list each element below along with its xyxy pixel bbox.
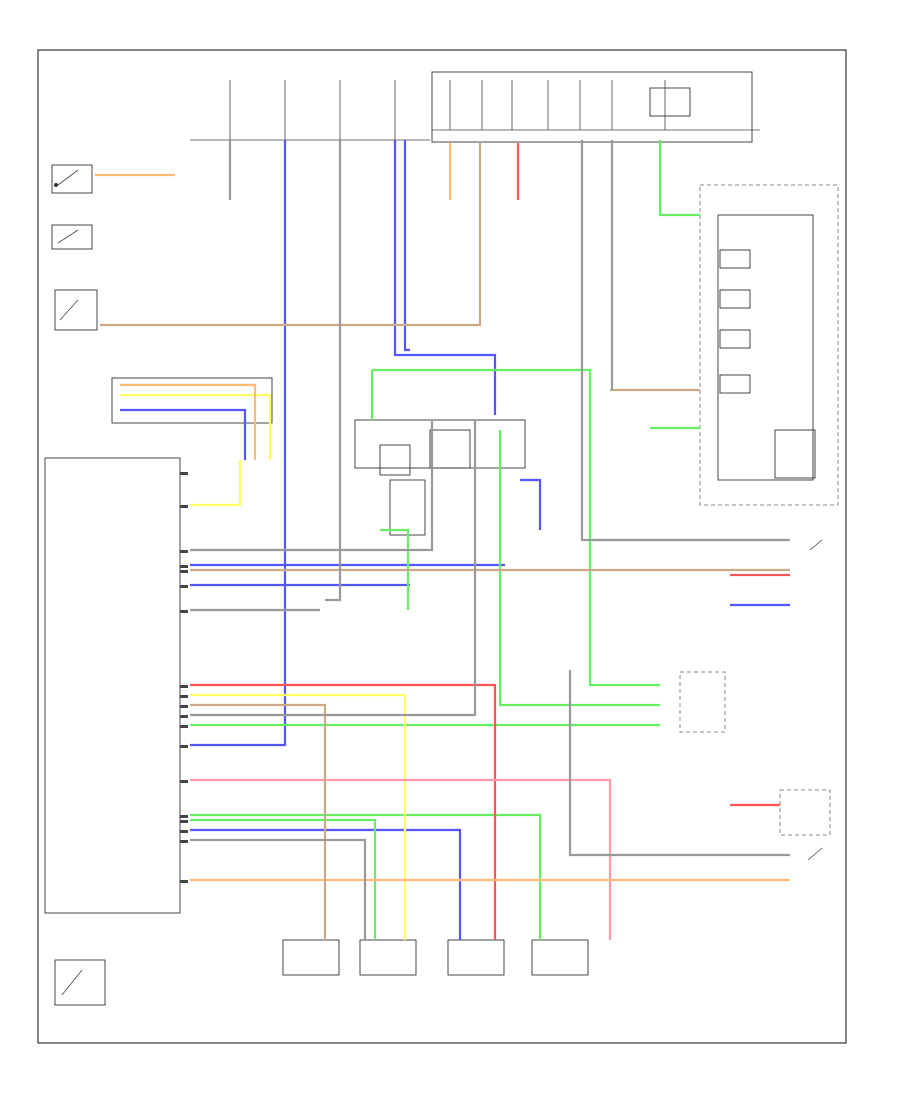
wire-blue-6 xyxy=(520,478,542,530)
right-switches xyxy=(679,539,831,861)
wire-green-8 xyxy=(380,528,410,610)
sensor-row xyxy=(54,939,589,1006)
wire-orange-4 xyxy=(120,383,257,460)
fuse-bus xyxy=(190,71,760,143)
wire-blue-1 xyxy=(190,140,287,747)
wire-yellow-1 xyxy=(120,393,272,460)
wire-blue-5 xyxy=(190,828,462,940)
wire-gray-2 xyxy=(190,420,477,717)
wire-gray-3 xyxy=(190,838,367,940)
wire-gray-7 xyxy=(580,140,790,542)
wire-blue-2 xyxy=(393,140,497,415)
instrument-cluster xyxy=(699,184,839,506)
wire-tan-2 xyxy=(100,143,482,327)
wire-tan-3 xyxy=(190,703,327,940)
wire-gray-1 xyxy=(190,420,434,552)
wires xyxy=(95,140,790,940)
wire-gray-5 xyxy=(325,140,342,602)
wire-yellow-2 xyxy=(190,460,242,507)
wire-gray-8 xyxy=(568,670,790,857)
control-module xyxy=(44,457,181,914)
wire-blue-3 xyxy=(403,140,410,352)
left-switches xyxy=(51,164,273,424)
wire-green-1 xyxy=(658,140,700,217)
wire-green-7 xyxy=(190,818,377,940)
diagram-frame xyxy=(37,49,847,1044)
wire-green-6 xyxy=(190,813,542,940)
wire-pink-1 xyxy=(190,778,612,940)
wire-blue-8 xyxy=(120,408,247,460)
wire-green-4 xyxy=(498,430,660,707)
wire-yellow-3 xyxy=(190,693,407,940)
module-pins xyxy=(180,472,188,883)
wire-red-1 xyxy=(190,683,497,940)
wire-green-2 xyxy=(372,368,660,687)
